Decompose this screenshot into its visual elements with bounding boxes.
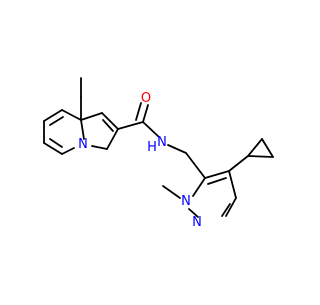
structure-canvas: O N H N N N <box>43 77 274 230</box>
atom-label-nitrogen: N <box>192 215 202 230</box>
cyclopropyl-ring <box>228 138 274 172</box>
bond <box>247 155 274 158</box>
atom-label-oxygen: O <box>141 91 151 106</box>
amide-bond <box>142 121 160 138</box>
bond <box>80 112 103 121</box>
bond <box>192 177 206 197</box>
bond <box>102 119 114 132</box>
bond <box>117 121 144 130</box>
bond <box>225 197 237 217</box>
molecule-structure: O N H N N N <box>43 77 274 230</box>
bond <box>80 119 85 140</box>
bond <box>91 145 108 150</box>
pyrazole-ring <box>188 170 237 218</box>
bond <box>101 112 119 130</box>
bond <box>167 144 187 154</box>
bond <box>43 142 63 155</box>
bond <box>61 109 82 121</box>
bond <box>247 138 263 157</box>
bond <box>106 128 119 150</box>
bond <box>49 138 63 148</box>
carbonyl-bond <box>142 104 149 123</box>
bond <box>162 185 181 199</box>
bond <box>61 147 75 155</box>
bond <box>228 170 237 199</box>
bond <box>204 170 230 179</box>
bond <box>228 155 249 172</box>
five-membered-ring <box>80 112 119 150</box>
bond <box>207 177 227 185</box>
bond <box>188 208 199 218</box>
bond <box>185 152 206 179</box>
carbonyl-bond <box>135 102 142 121</box>
atom-label-nitrogen: N <box>157 135 167 150</box>
bond <box>261 138 274 158</box>
bond <box>43 109 63 122</box>
atom-label-nitrogen: N <box>181 194 191 209</box>
six-membered-ring <box>43 109 85 155</box>
bond <box>221 203 231 217</box>
atom-label-nitrogen: N <box>78 137 88 152</box>
bond <box>49 116 64 126</box>
atom-label-hydrogen: H <box>147 140 157 155</box>
